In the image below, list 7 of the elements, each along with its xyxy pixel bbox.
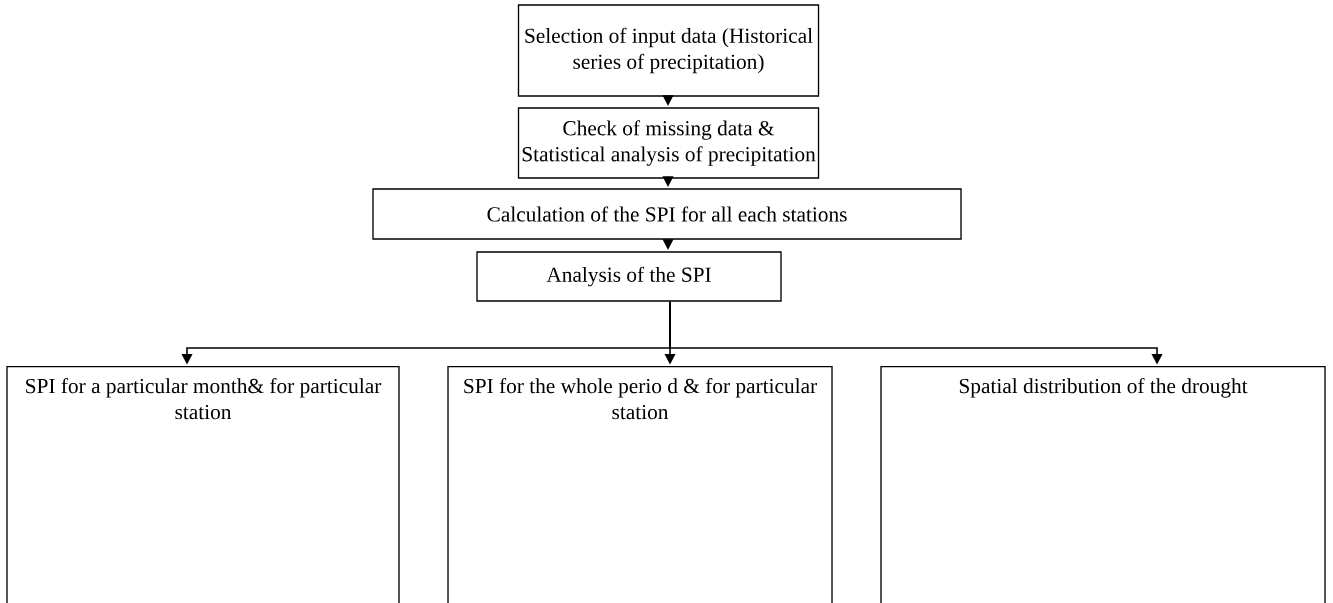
process-box: Check of missing data & Statistical analysis of precipitation bbox=[517, 107, 820, 179]
process-box: Calculation of the SPI for all each stations bbox=[372, 188, 962, 240]
process-box: Spatial distribution of the drought bbox=[880, 366, 1326, 603]
process-box: SPI for a particular month& for particular station bbox=[6, 366, 400, 603]
process-box: Analysis of the SPI bbox=[476, 251, 782, 302]
process-box: SPI for the whole perio d & for particular station bbox=[447, 366, 833, 603]
process-box: Selection of input data (Historical series of precipitation) bbox=[517, 4, 820, 97]
